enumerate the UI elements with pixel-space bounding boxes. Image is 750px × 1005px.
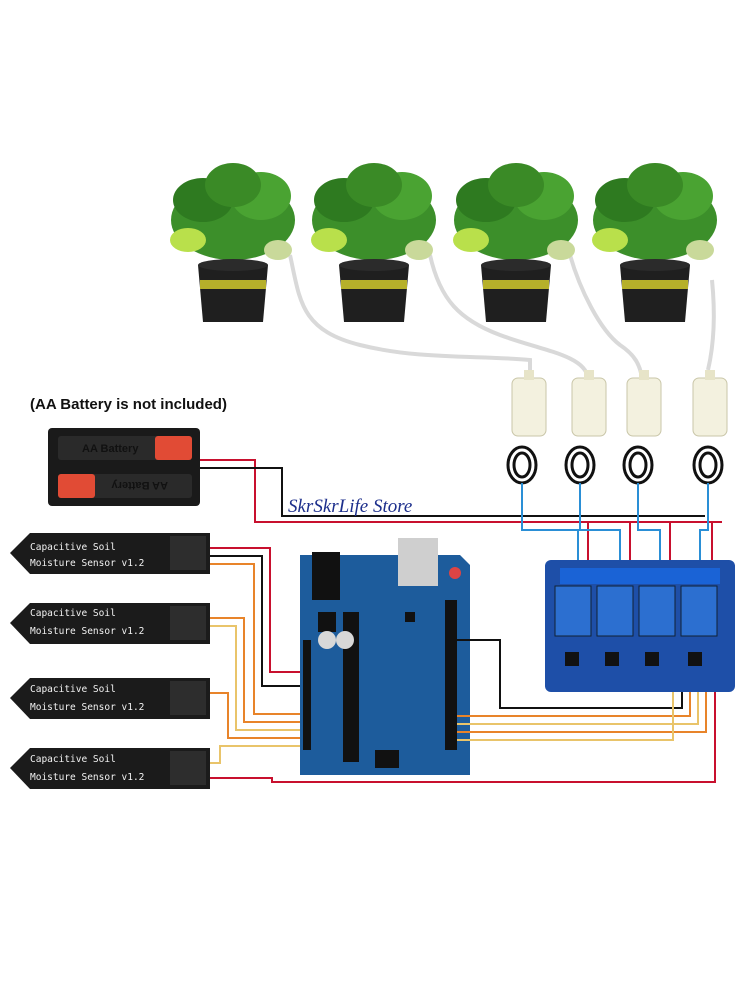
battery-holder-icon [48,428,200,506]
pump-icon [692,370,728,485]
plant-1 [170,163,295,322]
plant-4 [592,163,717,322]
sensor-line2: Moisture Sensor v1.2 [30,772,144,783]
pump-icon [506,370,547,485]
soil-sensor-4: Capacitive Soil Moisture Sensor v1.2 [10,748,210,789]
battery-note: (AA Battery is not included) [30,396,227,413]
soil-sensor-2: Capacitive Soil Moisture Sensor v1.2 [10,603,210,644]
plant-icon [453,163,578,322]
soil-sensor-3: Capacitive Soil Moisture Sensor v1.2 [10,678,210,719]
signal-wires [457,639,707,741]
sensor-line1: Capacitive Soil [30,754,116,765]
battery-label-top: AA Battery [82,443,139,455]
pump-1 [506,370,547,485]
plant-3 [453,163,578,322]
arduino-board-icon [300,538,470,775]
plant-icon [311,163,436,322]
sensor-wires [210,547,716,783]
pump-4 [692,370,728,485]
pump-icon [622,370,662,485]
plant-icon [170,163,295,322]
arduino-board [300,538,470,775]
relay-module-icon [545,560,735,692]
sensor-line1: Capacitive Soil [30,608,116,619]
pump-2 [564,370,607,485]
soil-sensor-icon [10,748,210,789]
sensor-line1: Capacitive Soil [30,684,116,695]
battery-holder: AA Battery AA Battery [48,428,200,506]
pump-3 [622,370,662,485]
pump-wires [521,483,709,574]
store-watermark: SkrSkrLife Store [288,496,413,517]
relay-module [545,560,735,692]
soil-sensor-1: Capacitive Soil Moisture Sensor v1.2 [10,533,210,574]
plant-icon [592,163,717,322]
plant-2 [311,163,436,322]
sensor-line2: Moisture Sensor v1.2 [30,558,144,569]
soil-sensor-icon [10,603,210,644]
sensor-line2: Moisture Sensor v1.2 [30,626,144,637]
battery-label-bottom: AA Battery [111,479,168,491]
soil-sensor-icon [10,678,210,719]
water-tubes [288,254,716,379]
pump-icon [564,370,607,485]
sensor-line1: Capacitive Soil [30,542,116,553]
soil-sensor-icon [10,533,210,574]
sensor-line2: Moisture Sensor v1.2 [30,702,144,713]
